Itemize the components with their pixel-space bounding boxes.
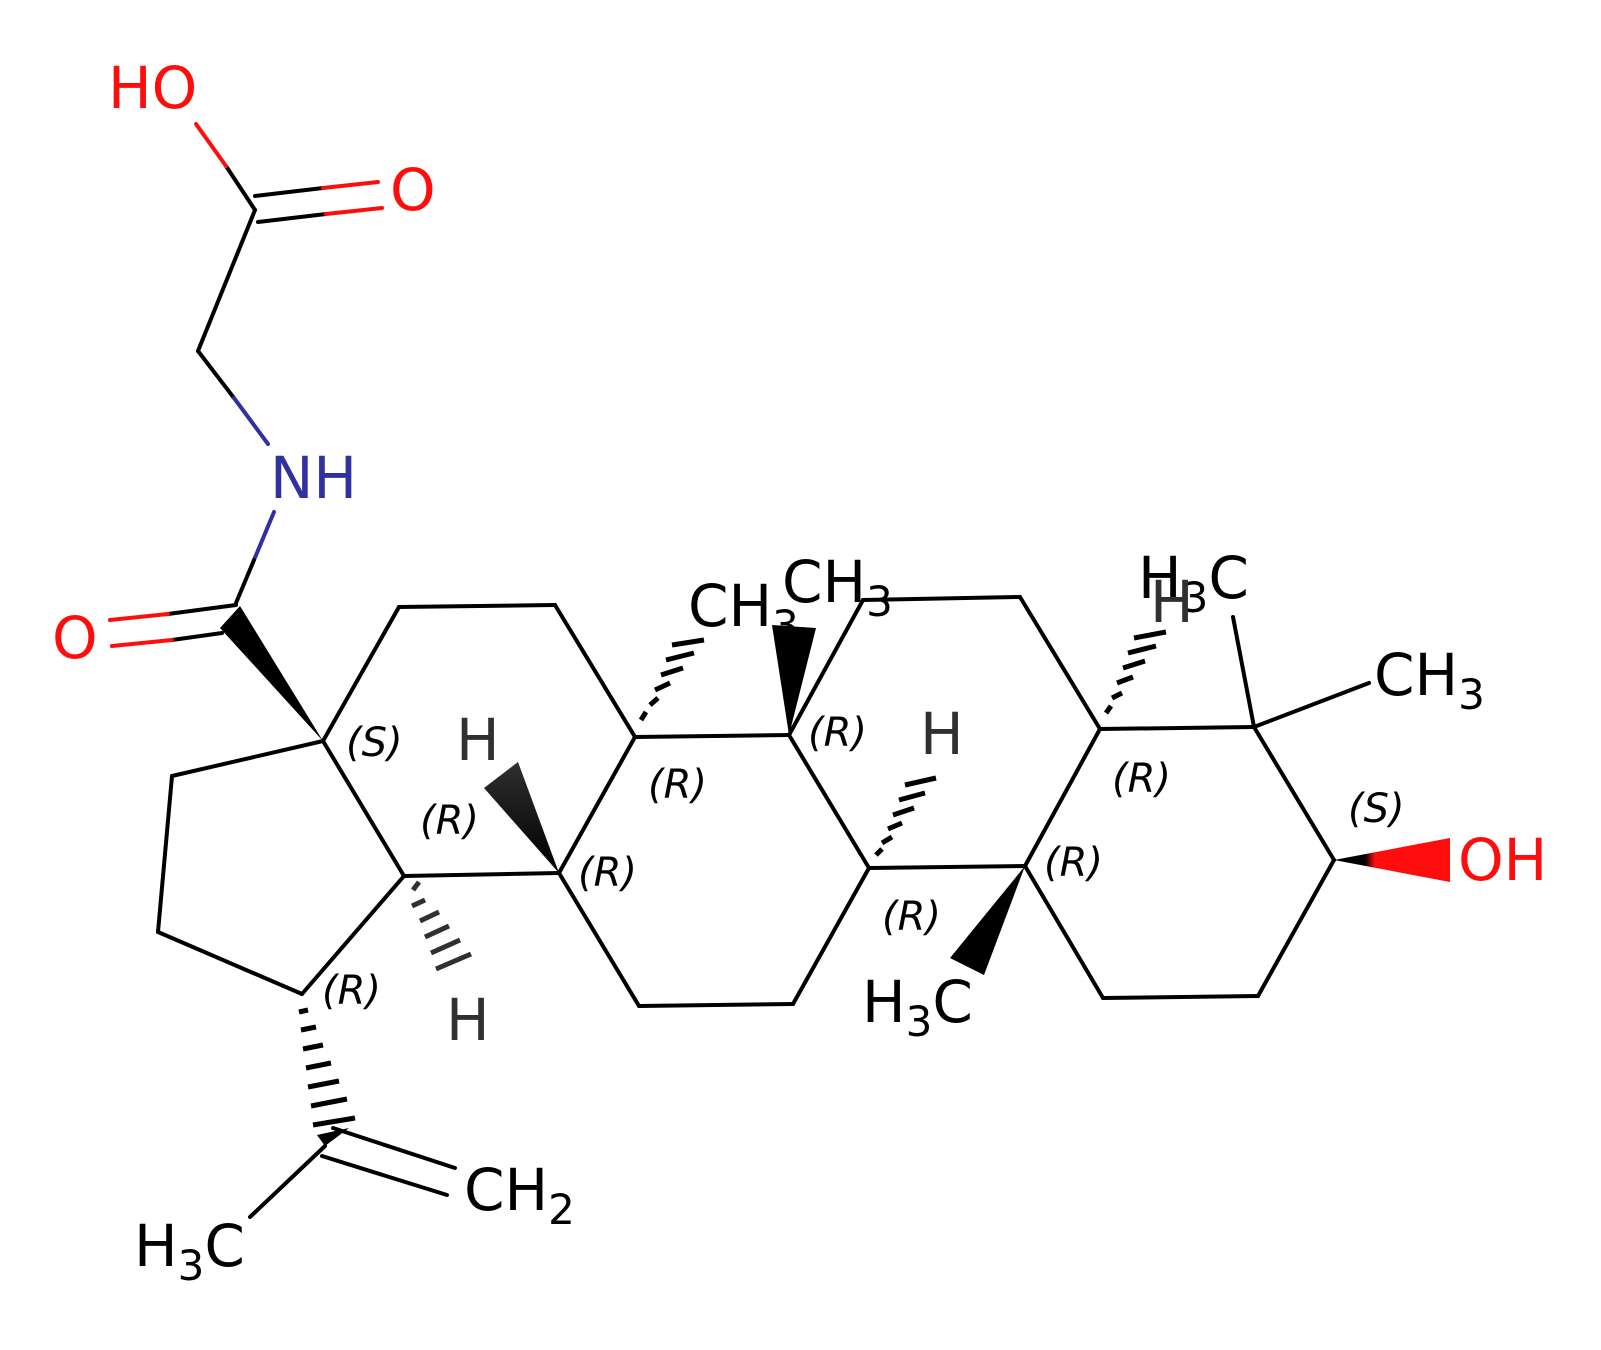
isopropenyl-wedge-tip	[317, 1128, 349, 1146]
stereo-labels: (S) (R) (R) (R) (R) (R) (R) (R) (R) (S)	[322, 710, 1405, 1014]
hydrogen-c13-label: H	[456, 706, 500, 774]
hydrogen-c18-label: H	[446, 986, 490, 1054]
acid-carbonyl-oxygen-label: O	[390, 156, 436, 224]
isopropenyl-methylene-label: CH2	[464, 1156, 575, 1234]
amide-oxygen-label: O	[52, 604, 98, 672]
isopropenyl-methyl-label: H3C	[134, 1212, 245, 1290]
methyl-c4b-label: CH3	[1374, 641, 1485, 719]
stereo-label-c19: (R)	[322, 968, 381, 1014]
methyl-c4a-label: H3C	[1138, 544, 1249, 622]
heteroatom-bonds	[108, 122, 384, 648]
methyl-c8-label: CH3	[688, 572, 799, 650]
methyl-c10-label: H3C	[862, 968, 973, 1046]
hash-bonds	[298, 629, 1167, 1128]
bond-lines	[156, 164, 1371, 1219]
methyl-c14-label: CH3	[782, 548, 893, 626]
amide-nh-label: NH	[270, 444, 357, 512]
stereo-label-c5: (R)	[1112, 756, 1171, 802]
hydroxyl-c3-label: OH	[1458, 826, 1547, 894]
stereo-label-c10: (R)	[1044, 840, 1103, 886]
stereo-label-c18: (R)	[420, 798, 479, 844]
atom-labels: HO O NH O CH3 CH3 H3C H CH3 H3C H3C CH2 …	[52, 54, 1547, 1290]
hydrogen-c9-label: H	[920, 700, 964, 768]
stereo-label-c3: (S)	[1348, 786, 1405, 832]
hydrogen-c5-label: H	[1150, 568, 1194, 636]
stereo-label-c14: (R)	[808, 710, 867, 756]
stereo-label-c8: (R)	[648, 762, 707, 808]
alkene-bond	[320, 1126, 457, 1197]
acid-hydroxyl-label: HO	[108, 54, 197, 122]
stereo-label-c17: (S)	[346, 720, 403, 766]
wedge-bonds	[220, 606, 1450, 975]
stereo-label-c9: (R)	[882, 894, 941, 940]
stereo-label-c13: (R)	[578, 850, 637, 896]
